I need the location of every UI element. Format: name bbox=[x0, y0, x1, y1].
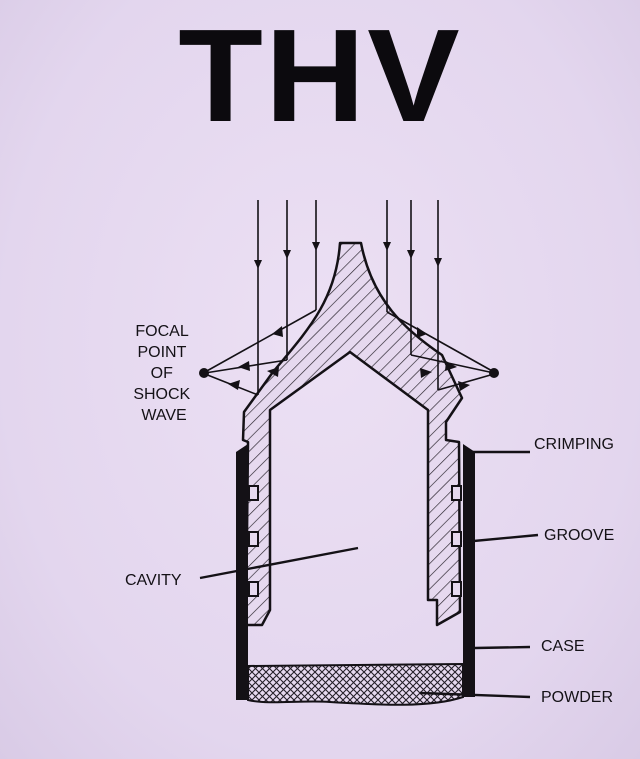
left-focal-point bbox=[199, 368, 209, 378]
page-title: THV bbox=[178, 2, 462, 149]
svg-text:FOCAL POINT OF: FOCAL POINT OF SHOCK WAVE bbox=[133, 323, 194, 424]
powder-label: POWDER bbox=[541, 689, 613, 706]
focal-label-line-4: SHOCK bbox=[133, 386, 190, 403]
focal-label-line-5: WAVE bbox=[141, 407, 186, 424]
case bbox=[236, 444, 475, 700]
powder bbox=[247, 662, 464, 706]
leader-lines bbox=[199, 450, 539, 699]
right-focal-point bbox=[489, 368, 499, 378]
crimping-label: CRIMPING bbox=[534, 436, 614, 453]
projectile-body bbox=[241, 241, 464, 627]
reflect-arrows bbox=[228, 326, 470, 391]
focal-label-line-2: POINT bbox=[137, 344, 186, 361]
shock-rays bbox=[204, 200, 495, 396]
focal-label-line-1: FOCAL bbox=[135, 323, 188, 340]
case-label: CASE bbox=[541, 638, 585, 655]
focal-label-line-3: OF bbox=[151, 365, 173, 382]
grooves bbox=[248, 485, 462, 597]
groove-label: GROOVE bbox=[544, 527, 614, 544]
cavity-label: CAVITY bbox=[125, 572, 182, 589]
